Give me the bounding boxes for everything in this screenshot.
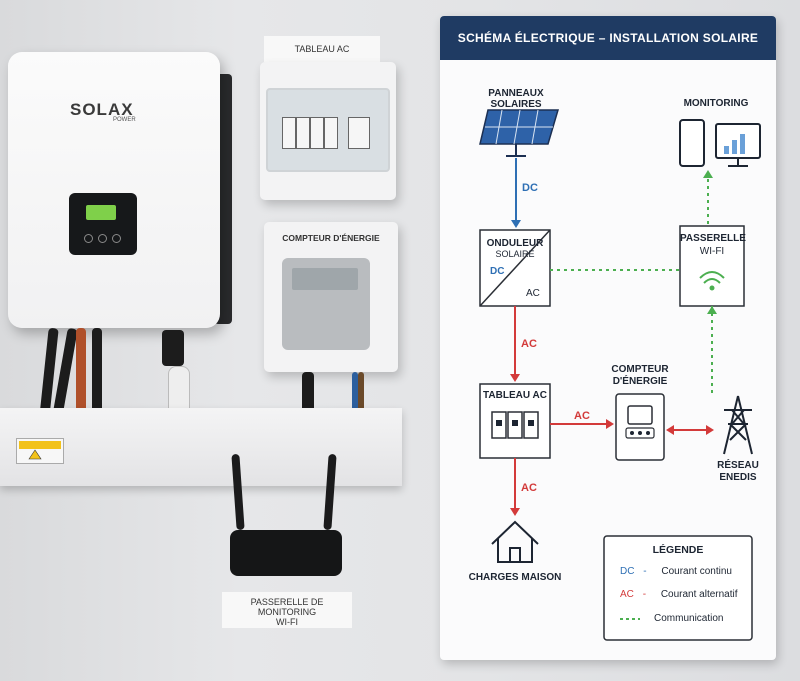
label-reseau: RÉSEAU ENEDIS bbox=[708, 460, 768, 484]
inverter-brand: SOLAX bbox=[70, 100, 134, 119]
legend-title: LÉGENDE bbox=[652, 544, 704, 556]
inverter-button bbox=[112, 234, 121, 243]
legend-comm-text: Communication bbox=[654, 613, 724, 624]
pylon-icon bbox=[723, 395, 753, 455]
label-charges: CHARGES MAISON bbox=[468, 572, 562, 583]
legend-dc-text: Courant continu bbox=[661, 566, 732, 577]
passerelle-tag: PASSERELLE DE MONITORING WI-FI bbox=[222, 592, 352, 628]
meter-icon bbox=[627, 405, 653, 425]
legend-dc-label: DC bbox=[620, 566, 635, 577]
label-ac-2: AC bbox=[574, 410, 590, 422]
diagram-panel: SCHÉMA ÉLECTRIQUE – INSTALLATION SOLAIRE bbox=[440, 16, 776, 660]
solar-panel-icon bbox=[479, 109, 560, 157]
label-dc-main: DC bbox=[522, 182, 538, 194]
label-reseau-line1: RÉSEAU bbox=[717, 460, 759, 471]
inverter-button bbox=[84, 234, 93, 243]
legend-row-dc: DC - Courant continu bbox=[620, 566, 732, 577]
solar-inverter bbox=[8, 52, 220, 328]
comm-arrowhead bbox=[703, 170, 713, 178]
panel-title: SCHÉMA ÉLECTRIQUE – INSTALLATION SOLAIRE bbox=[440, 16, 776, 60]
label-monitoring: MONITORING bbox=[683, 98, 749, 109]
wifi-icon bbox=[699, 271, 725, 291]
cable bbox=[76, 328, 86, 418]
label-compteur-line2: D'ÉNERGIE bbox=[612, 376, 668, 387]
legend-dc-dash: - bbox=[643, 566, 647, 577]
label-onduleur: ONDULEUR SOLAIRE bbox=[482, 238, 548, 260]
inverter-display-panel bbox=[69, 193, 137, 255]
label-ac-3: AC bbox=[521, 482, 537, 494]
comm-arrowhead bbox=[707, 306, 717, 314]
cable bbox=[352, 372, 358, 436]
label-passerelle-line2: WI-FI bbox=[699, 246, 725, 257]
diagram-svg bbox=[479, 109, 761, 641]
legend-ac-text: Courant alternatif bbox=[660, 589, 738, 600]
breaker bbox=[282, 117, 296, 149]
legend-ac-label: AC bbox=[620, 589, 634, 600]
monitoring-icon bbox=[679, 119, 761, 167]
warning-label bbox=[16, 438, 64, 464]
breaker bbox=[310, 117, 324, 149]
inverter-lcd bbox=[86, 205, 116, 220]
inverter-button bbox=[98, 234, 107, 243]
label-reseau-line2: ENEDIS bbox=[719, 472, 757, 483]
ac-arrowhead bbox=[606, 419, 614, 429]
label-onduleur-dc: DC bbox=[490, 266, 505, 277]
breaker bbox=[324, 117, 338, 149]
ac-arrowhead bbox=[510, 508, 520, 516]
label-passerelle-line1: PASSERELLE bbox=[680, 233, 746, 244]
house-icon bbox=[491, 520, 539, 563]
breaker bbox=[296, 117, 310, 149]
passerelle-tag-line2: WI-FI bbox=[276, 617, 298, 627]
passerelle-tag-line1: PASSERELLE DE MONITORING bbox=[250, 597, 324, 617]
wifi-router bbox=[230, 530, 342, 576]
label-onduleur-line2: SOLAIRE bbox=[495, 249, 535, 259]
label-compteur-line1: COMPTEUR bbox=[611, 364, 669, 375]
ac-arrowhead bbox=[510, 374, 520, 382]
label-panneaux: PANNEAUX SOLAIRES bbox=[488, 88, 544, 110]
legend-box bbox=[603, 535, 753, 641]
energy-meter-lcd bbox=[292, 268, 358, 290]
ac-arrowhead bbox=[706, 425, 714, 435]
label-onduleur-line1: ONDULEUR bbox=[486, 238, 544, 249]
cable bbox=[92, 328, 102, 418]
cable-gland bbox=[162, 330, 184, 366]
label-ac-1: AC bbox=[521, 338, 537, 350]
ac-arrowhead bbox=[666, 425, 674, 435]
label-tableau: TABLEAU AC bbox=[483, 390, 547, 401]
legend-ac-dash: - bbox=[642, 589, 647, 600]
legend-row-ac: AC - Courant alternatif bbox=[620, 589, 738, 600]
label-passerelle: PASSERELLE WI-FI bbox=[680, 232, 746, 258]
compteur-tag: COMPTEUR D'ÉNERGIE bbox=[282, 233, 380, 243]
compteur-box bbox=[615, 393, 665, 461]
breaker bbox=[348, 117, 370, 149]
inverter-brand-sub: POWER bbox=[113, 117, 136, 123]
label-compteur: COMPTEUR D'ÉNERGIE bbox=[604, 364, 676, 388]
cable bbox=[358, 372, 364, 436]
inverter-diagonal bbox=[479, 229, 551, 307]
tableau-ac-tag: TABLEAU AC bbox=[264, 36, 380, 62]
warning-icon bbox=[19, 441, 61, 460]
dc-arrowhead bbox=[511, 220, 521, 228]
label-onduleur-ac: AC bbox=[526, 288, 540, 299]
passerelle-box bbox=[679, 225, 745, 307]
